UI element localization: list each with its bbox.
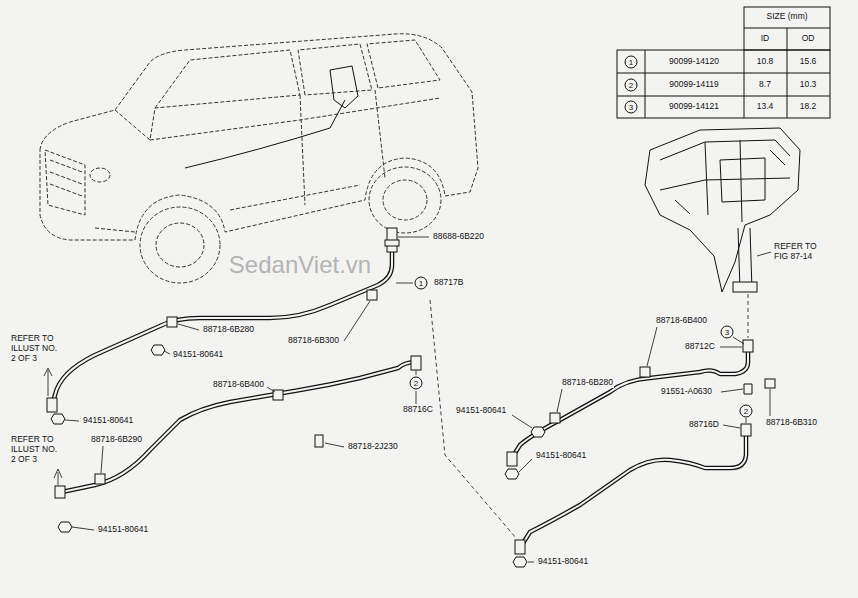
leader-lines [44, 237, 770, 562]
part-number: 88716C [402, 405, 434, 415]
part-number: 91551-A0630 [660, 387, 713, 397]
fittings [47, 228, 775, 567]
callout-number: 2 [625, 78, 638, 91]
reference-note: REFER TO ILLUST NO. 2 OF 3 [10, 435, 62, 464]
part-number: 88712C [684, 342, 716, 352]
vehicle-sketch [40, 34, 478, 283]
callout-number: 3 [721, 326, 734, 339]
table-cell: 18.2 [799, 102, 818, 112]
part-number: 88718-6B290 [90, 435, 143, 445]
part-number: 88718-6B400 [655, 316, 708, 326]
part-number: 88718-6B280 [202, 325, 255, 335]
part-number: 94151-80641 [172, 350, 224, 360]
watermark: SedanViet.vn [227, 251, 373, 279]
callout-number: 1 [625, 55, 638, 68]
table-cell: 15.6 [799, 57, 818, 67]
table-cell: 90099-14120 [668, 57, 720, 67]
reference-note: REFER TO FIG 87-14 [773, 242, 825, 262]
callout-number: 2 [740, 405, 753, 418]
table-cell: 13.4 [756, 102, 775, 112]
table-cell: 90099-14121 [668, 102, 720, 112]
hvac-unit [645, 128, 800, 292]
part-number: 88716D [688, 420, 720, 430]
table-cell: 10.3 [799, 80, 818, 90]
part-number: 88718-6B400 [212, 380, 265, 390]
table-header: OD [801, 34, 816, 44]
table-header: SIZE (mm) [765, 12, 808, 22]
pipe [52, 250, 748, 548]
part-number: 94151-80641 [97, 525, 149, 535]
part-number: 88688-6B220 [432, 232, 485, 242]
callout-number: 2 [410, 377, 423, 390]
part-number: 94151-80641 [455, 406, 507, 416]
part-number: 94151-80641 [537, 557, 589, 567]
table-header: ID [760, 34, 771, 44]
table-cell: 10.8 [756, 57, 775, 67]
table-cell: 8.7 [758, 80, 772, 90]
part-number: 94151-80641 [535, 451, 587, 461]
callout-number: 3 [625, 101, 638, 114]
part-number: 88718-6B280 [561, 378, 614, 388]
size-table [617, 7, 830, 118]
part-number: 88717B [433, 278, 464, 288]
table-cell: 90099-14119 [668, 80, 719, 90]
reference-note: REFER TO ILLUST NO. 2 OF 3 [10, 334, 62, 363]
pipe [52, 250, 748, 548]
callout-number: 1 [415, 277, 428, 290]
part-number: 94151-80641 [82, 416, 134, 426]
part-number: 88718-6B310 [765, 418, 818, 428]
part-number: 88718-6B300 [287, 336, 340, 346]
part-number: 88718-2J230 [347, 442, 399, 452]
